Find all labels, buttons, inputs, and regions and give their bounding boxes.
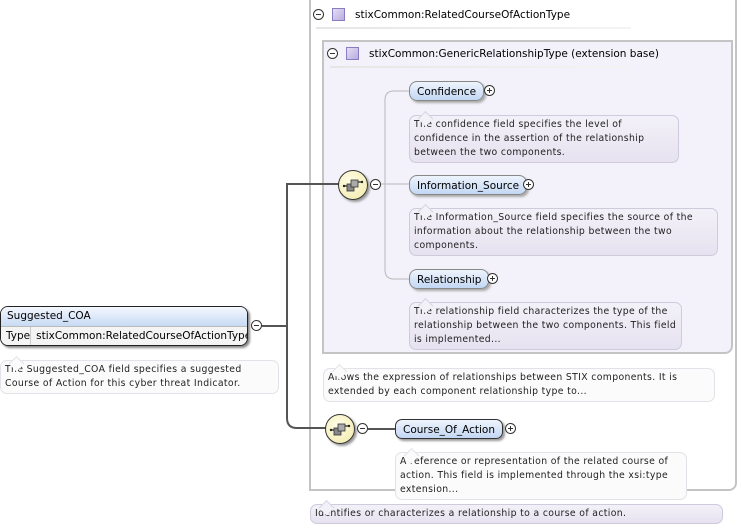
header-divider — [316, 27, 631, 29]
expand-icon[interactable] — [484, 85, 495, 96]
type-value: stixCommon:RelatedCourseOfActionType — [36, 330, 248, 342]
expand-icon[interactable] — [505, 423, 516, 434]
connector-bracket — [384, 90, 410, 280]
complex-type-icon — [346, 47, 359, 60]
expand-icon[interactable] — [523, 179, 534, 190]
element-suggested-coa[interactable]: Suggested_COA Type stixCommon:RelatedCou… — [0, 306, 248, 346]
relationship-annotation: The relationship field characterizes the… — [409, 302, 682, 350]
type-title: stixCommon:RelatedCourseOfActionType — [355, 8, 571, 21]
extension-header: stixCommon:GenericRelationshipType (exte… — [327, 47, 659, 60]
connector-branch — [286, 183, 298, 429]
extension-title: stixCommon:GenericRelationshipType (exte… — [369, 47, 659, 60]
element-confidence[interactable]: Confidence — [409, 81, 485, 101]
sequence-compositor-icon[interactable] — [325, 414, 355, 444]
collapse-icon[interactable] — [370, 179, 381, 190]
collapse-icon[interactable] — [313, 9, 324, 20]
type-label: Type — [1, 327, 32, 345]
root-annotation: The Suggested_COA field specifies a sugg… — [0, 360, 279, 394]
collapse-icon[interactable] — [327, 48, 338, 59]
extension-annotation: Allows the expression of relationships b… — [323, 368, 715, 402]
information-source-annotation: The Information_Source field specifies t… — [409, 208, 718, 256]
collapse-icon[interactable] — [357, 423, 368, 434]
element-information-source[interactable]: Information_Source — [409, 175, 528, 195]
confidence-annotation: The confidence field specifies the level… — [409, 115, 679, 163]
element-relationship[interactable]: Relationship — [409, 269, 490, 289]
element-name: Suggested_COA — [1, 307, 247, 327]
element-course-of-action[interactable]: Course_Of_Action — [395, 419, 504, 439]
course-of-action-annotation: A reference or representation of the rel… — [395, 452, 687, 500]
sequence-compositor-icon[interactable] — [338, 170, 368, 200]
type-annotation: Identifies or characterizes a relationsh… — [310, 504, 723, 524]
collapse-icon[interactable] — [251, 320, 262, 331]
type-header: stixCommon:RelatedCourseOfActionType — [313, 8, 570, 21]
expand-icon[interactable] — [487, 273, 498, 284]
complex-type-icon — [332, 8, 345, 21]
header-divider — [330, 66, 632, 68]
